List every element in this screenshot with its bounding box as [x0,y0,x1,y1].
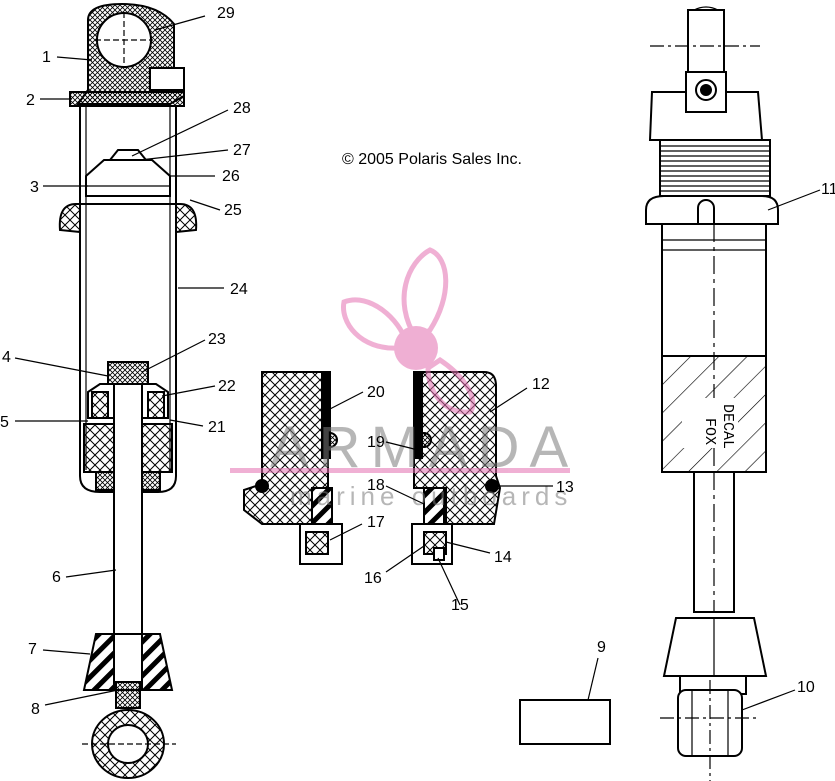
callout-5: 5 [0,414,9,431]
callout-18: 18 [367,477,385,494]
bottom-bumper-right [662,617,768,677]
left-shock-assembly [58,2,198,779]
center-detail-section [243,371,502,565]
decal-text-line1: DECAL [719,404,736,449]
o-ring-13 [485,479,499,493]
callout-6: 6 [52,569,61,586]
callout-29: 29 [217,5,235,22]
jam-nut [115,681,141,709]
bumper-right [175,203,198,234]
watermark-brand: ARMADA [270,415,578,480]
right-shock-assembly: DECAL FOX [645,6,779,781]
watermark-logo [230,247,570,473]
decal-text-line2: FOX [701,418,718,445]
threaded-collar [659,139,771,197]
callout-12: 12 [532,376,550,393]
propeller-hub-icon [394,326,438,370]
callout-3: 3 [30,179,39,196]
cap-ring [69,91,185,107]
callout-4: 4 [2,349,11,366]
callout-24: 24 [230,281,248,298]
propeller-blade-top-icon [401,247,449,342]
callout-27: 27 [233,142,251,159]
callout-11: 11 [821,181,835,198]
shaft-nut [107,361,149,385]
callout-9: 9 [597,639,606,656]
callout-14: 14 [494,549,512,566]
callout-26: 26 [222,168,240,185]
piston-valve [107,149,149,161]
callout-28: 28 [233,100,251,117]
callout-7: 7 [28,641,37,658]
leader-lines [14,15,821,711]
callout-2: 2 [26,92,35,109]
o-ring-13-left [255,479,269,493]
callout-1: 1 [42,49,51,66]
callout-8: 8 [31,701,40,718]
o-ring-19 [322,432,338,448]
callout-19: 19 [367,434,385,451]
callout-labels: 29 1 2 28 27 26 3 25 24 23 4 22 21 5 6 7… [0,5,835,718]
retainer-15 [433,547,445,561]
callout-10: 10 [797,679,815,696]
spacer-part-9 [519,699,611,745]
callout-22: 22 [218,378,236,395]
callout-16: 16 [364,570,382,587]
thread-lines [660,145,770,192]
callout-13: 13 [556,479,574,496]
callout-25: 25 [224,202,242,219]
callout-17: 17 [367,514,385,531]
callout-23: 23 [208,331,226,348]
bumper-left [58,203,81,234]
floating-piston [85,159,171,197]
copyright-notice: © 2005 Polaris Sales Inc. [342,151,522,168]
callout-15: 15 [451,597,469,614]
callout-21: 21 [208,419,226,436]
callout-20: 20 [367,384,385,401]
valve-fitting [149,67,185,91]
